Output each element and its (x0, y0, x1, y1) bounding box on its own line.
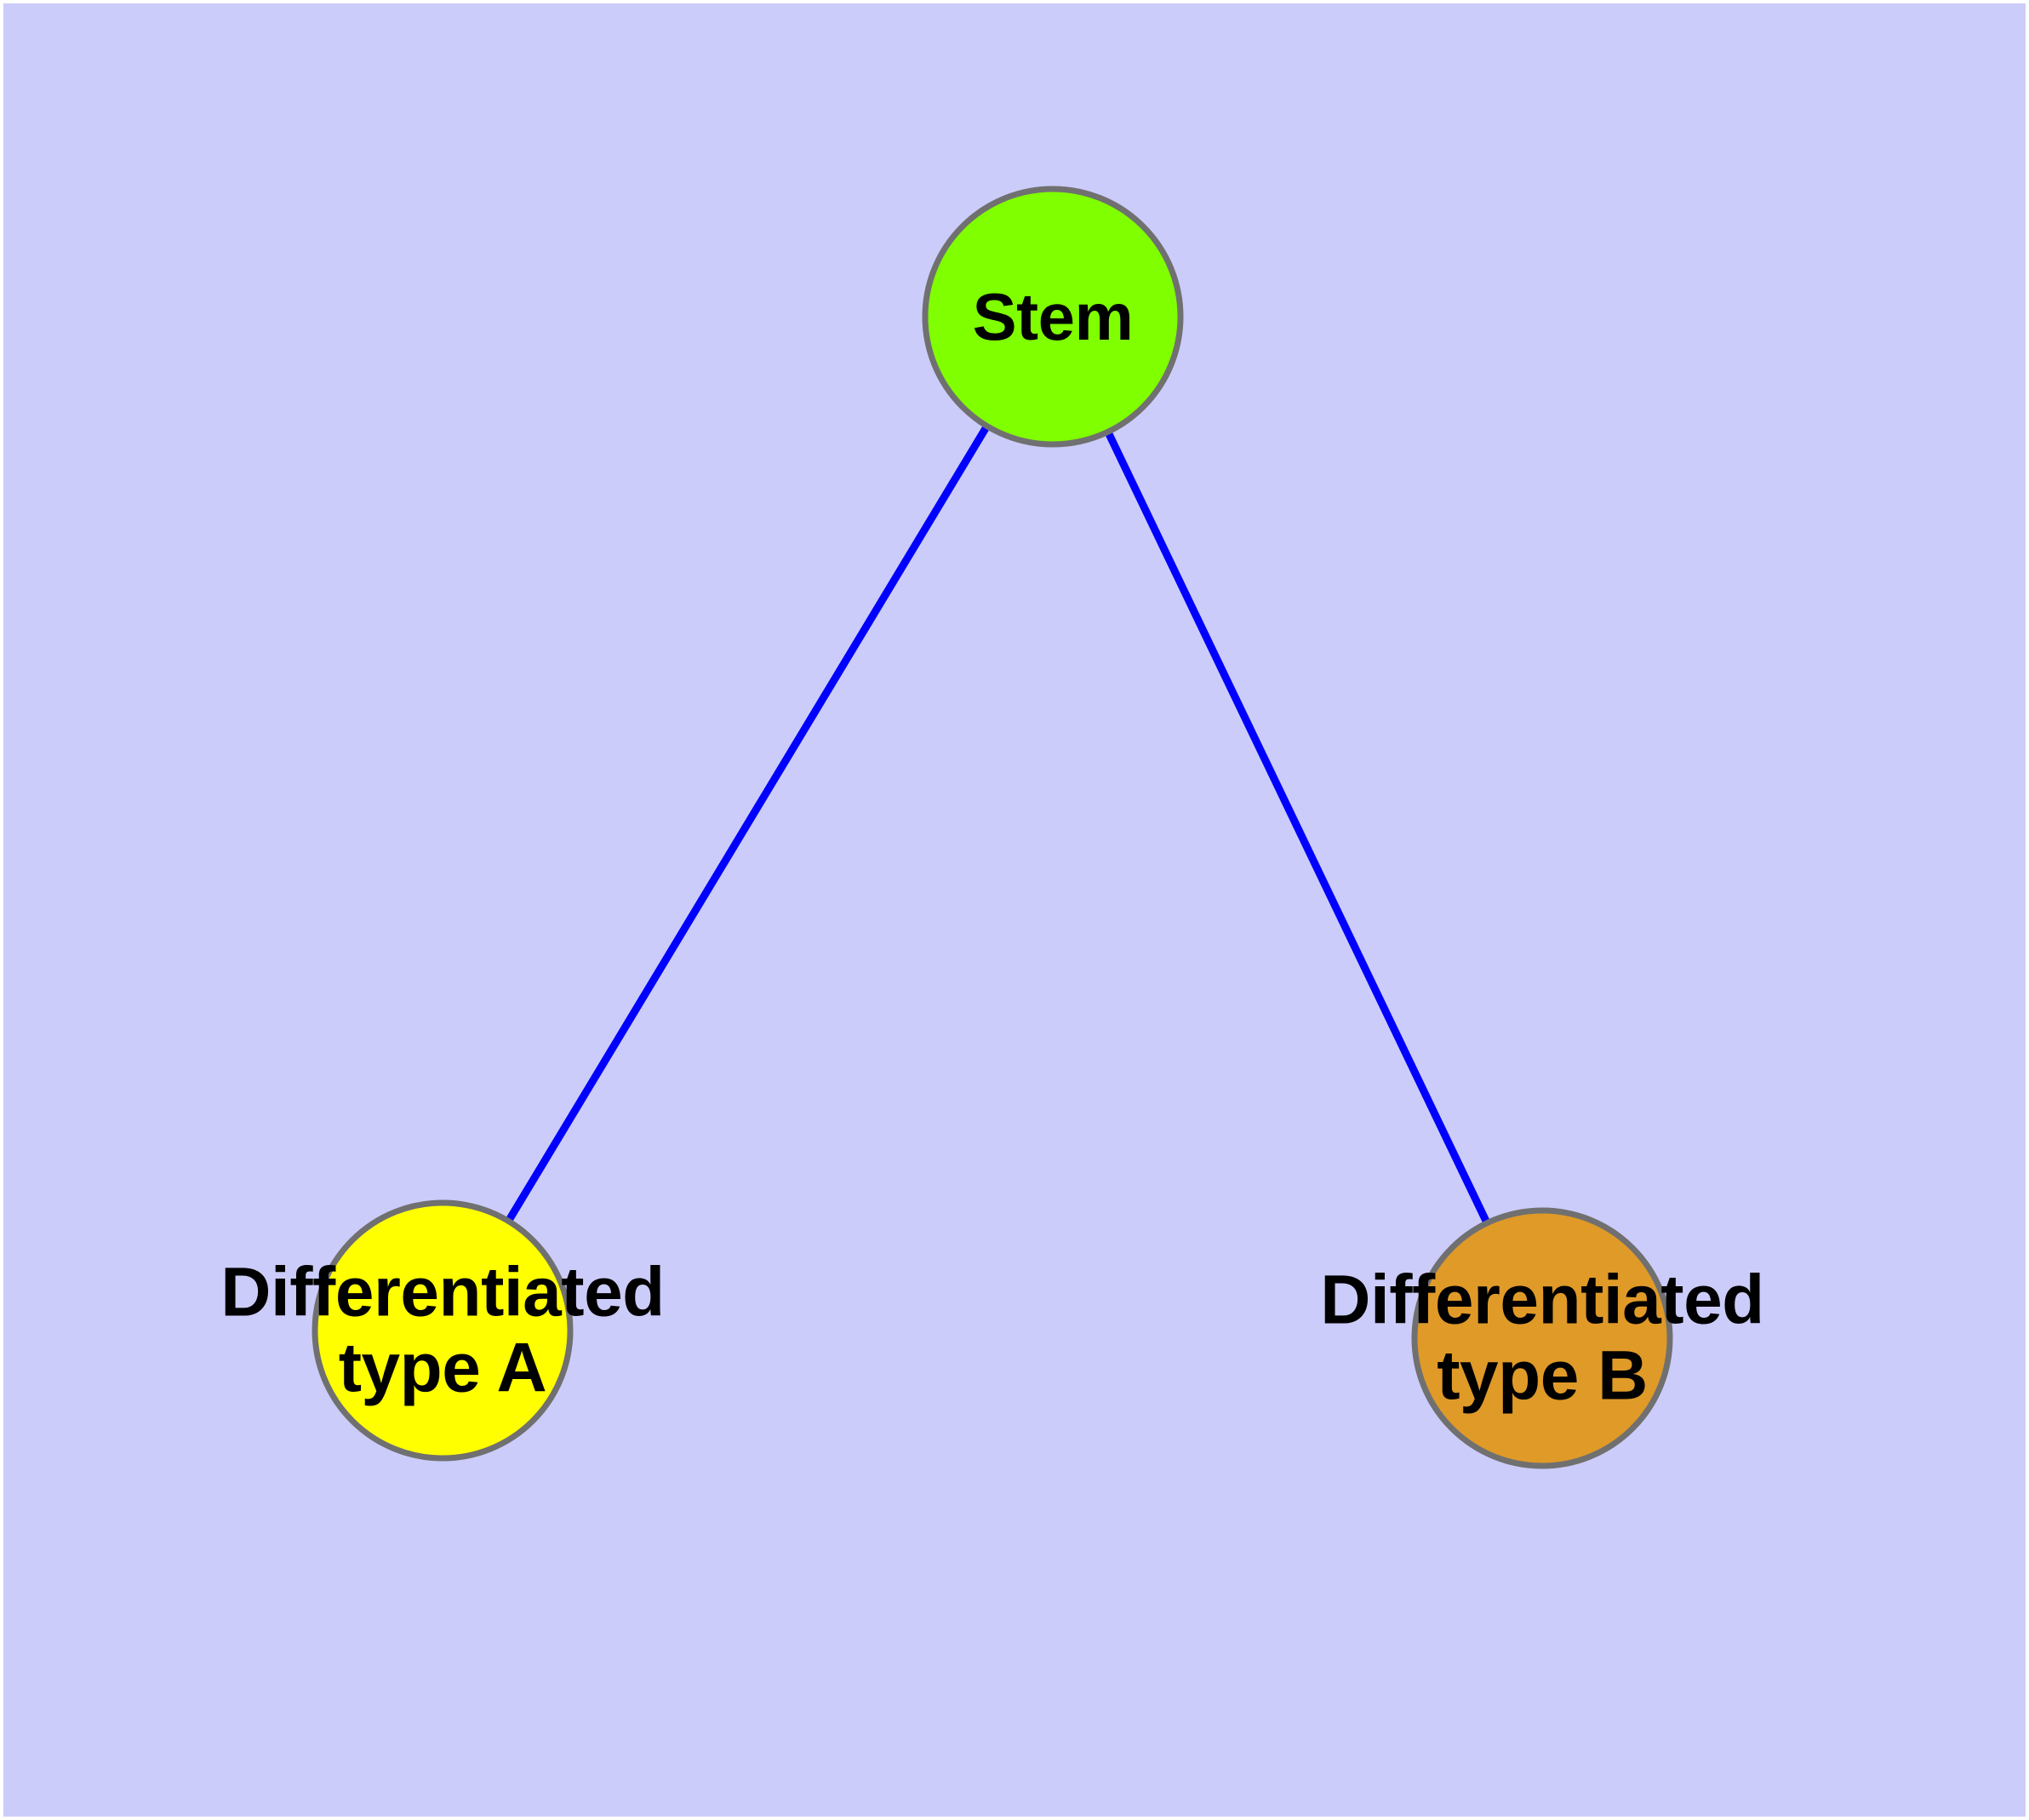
edge-layer (439, 314, 1546, 1340)
node-stem[interactable] (922, 186, 1184, 448)
edge-stem-to-differentiated-type-a[interactable] (439, 314, 1056, 1333)
node-layer (311, 186, 1673, 1469)
node-differentiated-type-a[interactable] (311, 1199, 574, 1462)
edge-stem-to-differentiated-type-b[interactable] (1049, 315, 1546, 1340)
node-differentiated-type-b[interactable] (1411, 1207, 1673, 1469)
